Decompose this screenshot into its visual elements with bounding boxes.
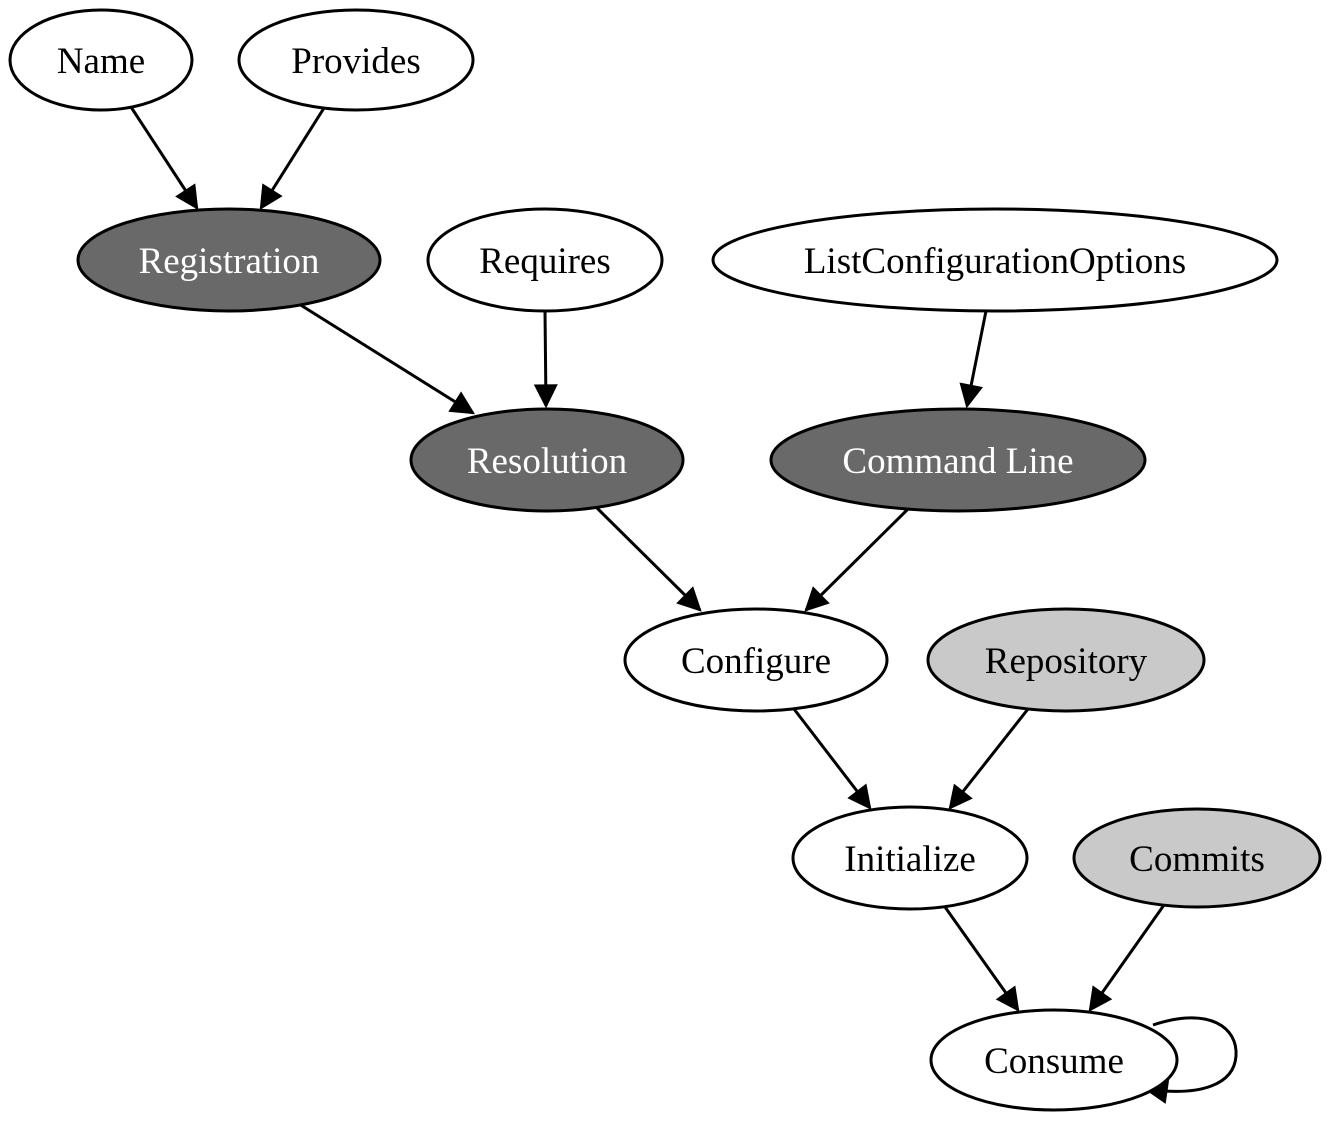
node-command-line: Command Line (769, 407, 1147, 513)
command-line-label: Command Line (842, 441, 1073, 482)
name-label: Name (57, 41, 145, 82)
edge-commandline-to-configure (804, 507, 910, 612)
node-initialize: Initialize (791, 805, 1029, 911)
list-configuration-options-ellipse (711, 207, 1279, 313)
edge-configure-to-initialize (792, 708, 872, 810)
initialize-label: Initialize (844, 839, 976, 880)
nodes: Name Provides Registration Requires List… (8, 8, 1322, 1112)
edge-initialize-to-consume (943, 906, 1020, 1012)
configure-label: Configure (681, 641, 831, 682)
registration-ellipse (76, 207, 382, 313)
edge-resolution-to-configure (595, 506, 702, 612)
node-list-configuration-options: ListConfigurationOptions (711, 207, 1279, 313)
edge-consume-self-loop (1143, 1016, 1238, 1104)
provides-label: Provides (291, 41, 421, 82)
repository-label: Repository (985, 641, 1148, 682)
edge-repository-to-initialize (948, 708, 1030, 810)
resolution-ellipse (409, 407, 685, 513)
consume-ellipse (929, 1008, 1179, 1112)
node-name: Name (8, 8, 194, 112)
node-commits: Commits (1072, 807, 1322, 909)
edge-listconfigurationoptions-to-commandline (959, 310, 988, 409)
requires-label: Requires (479, 241, 611, 282)
resolution-label: Resolution (467, 441, 627, 482)
requires-ellipse (426, 207, 664, 313)
list-configuration-options-label: ListConfigurationOptions (804, 241, 1186, 282)
provides-ellipse (237, 8, 475, 112)
edge-name-to-registration (129, 106, 199, 211)
repository-ellipse (926, 607, 1206, 713)
node-resolution: Resolution (409, 407, 685, 513)
name-ellipse (8, 8, 194, 112)
node-repository: Repository (926, 607, 1206, 713)
node-requires: Requires (426, 207, 664, 313)
registration-label: Registration (139, 241, 320, 282)
node-registration: Registration (76, 207, 382, 313)
edges (129, 106, 1238, 1104)
edge-registration-to-resolution (298, 302, 476, 415)
node-provides: Provides (237, 8, 475, 112)
command-line-ellipse (769, 407, 1147, 513)
edge-commits-to-consume (1088, 904, 1166, 1012)
commits-label: Commits (1129, 839, 1265, 880)
node-consume: Consume (929, 1008, 1179, 1112)
configure-ellipse (623, 607, 889, 713)
edge-requires-to-resolution (533, 310, 558, 409)
edge-provides-to-registration (259, 107, 326, 211)
consume-label: Consume (984, 1041, 1124, 1082)
commits-ellipse (1072, 807, 1322, 909)
initialize-ellipse (791, 805, 1029, 911)
node-configure: Configure (623, 607, 889, 713)
